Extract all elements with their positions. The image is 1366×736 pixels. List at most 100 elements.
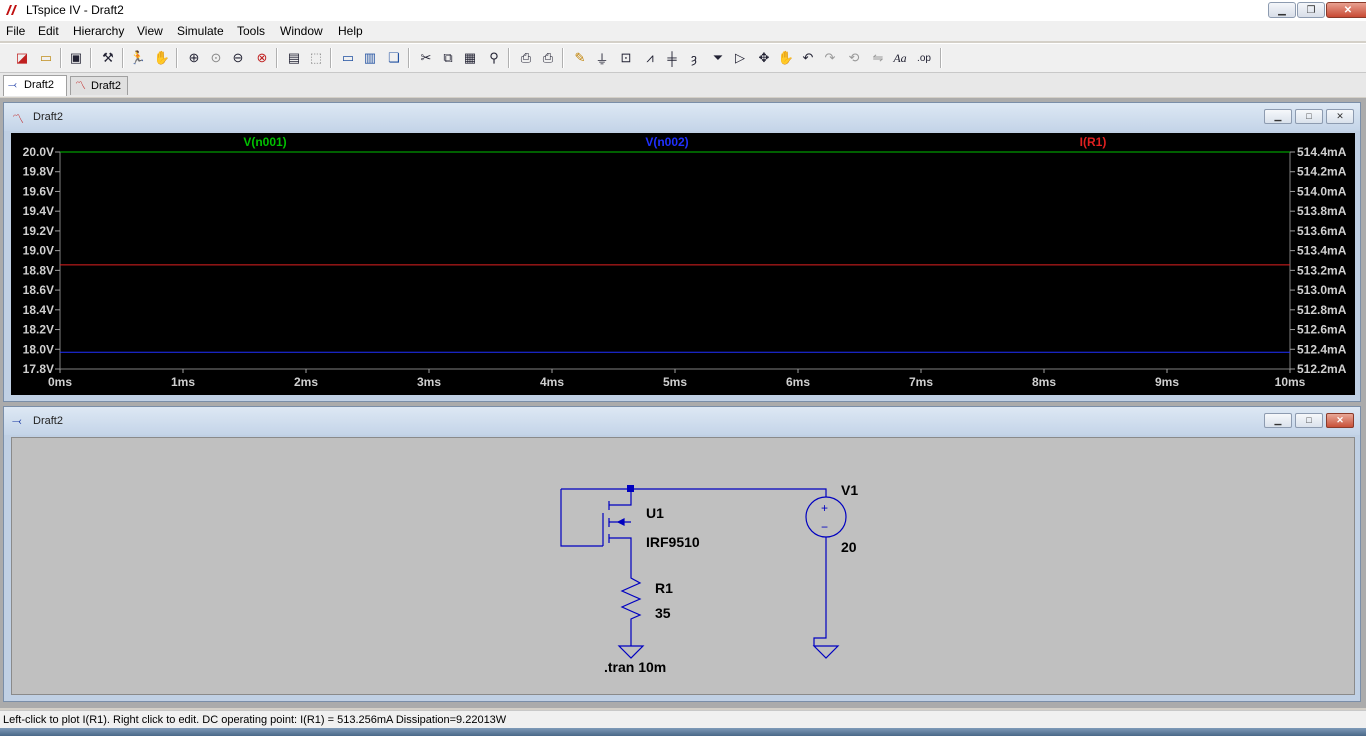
schematic-minimize-button[interactable]: ▁ bbox=[1264, 413, 1292, 428]
save-icon[interactable]: ▣ bbox=[69, 50, 83, 65]
menu-hierarchy[interactable]: Hierarchy bbox=[73, 24, 125, 38]
schematic-window-title: Draft2 bbox=[33, 415, 63, 427]
series-label: I(R1) bbox=[1080, 135, 1107, 149]
menu-edit[interactable]: Edit bbox=[38, 24, 59, 38]
mosfet-value-label[interactable]: IRF9510 bbox=[646, 534, 700, 550]
wire-pencil-icon[interactable]: ✎ bbox=[574, 50, 586, 65]
cascade-windows-icon[interactable]: ❏ bbox=[388, 50, 400, 65]
schematic-close-button[interactable]: ✕ bbox=[1326, 413, 1354, 428]
source-ref-label[interactable]: V1 bbox=[841, 482, 858, 498]
mosfet-symbol[interactable] bbox=[602, 489, 632, 571]
x-tick-label: 5ms bbox=[663, 375, 687, 389]
zoom-in-icon[interactable]: ⊕ bbox=[188, 50, 200, 65]
undo-icon[interactable]: ↶ bbox=[802, 50, 814, 65]
resistor-icon[interactable]: ⩘ bbox=[646, 50, 654, 65]
move-icon[interactable]: ✥ bbox=[758, 50, 770, 65]
source-value-label[interactable]: 20 bbox=[841, 539, 857, 555]
cut-icon[interactable]: ✂ bbox=[420, 50, 432, 65]
halt-icon[interactable]: ✋ bbox=[153, 50, 171, 65]
ltspice-logo-icon bbox=[4, 3, 18, 17]
mosfet-ref-label[interactable]: U1 bbox=[646, 505, 664, 521]
restore-button[interactable]: ❐ bbox=[1297, 2, 1325, 18]
resistor-symbol[interactable] bbox=[620, 571, 642, 646]
tab-waveform-draft2[interactable]: 〽 Draft2 bbox=[70, 76, 128, 95]
plot-maximize-button[interactable]: □ bbox=[1295, 109, 1323, 124]
right-tick-label: 513.4mA bbox=[1297, 244, 1347, 258]
plot-close-button[interactable]: ✕ bbox=[1326, 109, 1354, 124]
ground-symbol-r1[interactable] bbox=[617, 645, 645, 659]
resistor-ref-label[interactable]: R1 bbox=[655, 580, 673, 596]
component-icon[interactable]: ▷ bbox=[735, 50, 745, 65]
x-tick-label: 0ms bbox=[48, 375, 72, 389]
x-tick-label: 1ms bbox=[171, 375, 195, 389]
text-button[interactable]: Aa bbox=[893, 50, 907, 65]
menu-help[interactable]: Help bbox=[338, 24, 363, 38]
mirror-icon[interactable]: ⇋ bbox=[872, 50, 884, 65]
right-tick-label: 514.4mA bbox=[1297, 145, 1347, 159]
left-tick-label: 18.4V bbox=[23, 303, 54, 317]
ground-icon[interactable]: ⏚ bbox=[595, 51, 609, 67]
x-tick-label: 7ms bbox=[909, 375, 933, 389]
menu-view[interactable]: View bbox=[137, 24, 163, 38]
capacitor-icon[interactable]: ╪ bbox=[667, 50, 677, 66]
right-tick-label: 512.8mA bbox=[1297, 303, 1347, 317]
print-setup-icon[interactable]: ⎙ bbox=[520, 50, 532, 65]
new-schematic-icon[interactable]: ◪ bbox=[15, 50, 29, 65]
copy-icon[interactable]: ⧉ bbox=[443, 50, 453, 65]
minimize-button[interactable]: ▁ bbox=[1268, 2, 1296, 18]
wire-top[interactable] bbox=[561, 488, 827, 497]
pan-icon[interactable]: ⊙ bbox=[210, 50, 222, 65]
menu-simulate[interactable]: Simulate bbox=[177, 24, 224, 38]
autorange-icon[interactable]: ▤ bbox=[287, 50, 301, 65]
schematic-canvas[interactable]: U1 IRF9510 R1 35 V1 20 .tran 10m + − bbox=[11, 437, 1355, 695]
zoom-fit-icon[interactable]: ⊗ bbox=[256, 50, 268, 65]
junction-dot bbox=[627, 485, 634, 492]
menu-window[interactable]: Window bbox=[280, 24, 323, 38]
waveform-window-title: Draft2 bbox=[33, 111, 63, 123]
left-tick-label: 18.6V bbox=[23, 283, 54, 297]
paste-icon[interactable]: ▦ bbox=[463, 50, 477, 65]
resistor-value-label[interactable]: 35 bbox=[655, 605, 671, 621]
waveform-window-caption[interactable]: 〽 Draft2 ▁ □ ✕ bbox=[4, 103, 1360, 131]
rotate-icon[interactable]: ⟲ bbox=[848, 50, 860, 65]
waveform-icon: 〽 bbox=[12, 112, 25, 126]
left-tick-label: 18.8V bbox=[23, 263, 54, 277]
tran-directive[interactable]: .tran 10m bbox=[604, 659, 666, 675]
schematic-maximize-button[interactable]: □ bbox=[1295, 413, 1323, 428]
schematic-window-caption[interactable]: ⤙ Draft2 ▁ □ ✕ bbox=[4, 407, 1360, 435]
drag-icon[interactable]: ✋ bbox=[777, 50, 795, 65]
wire-gate[interactable] bbox=[560, 489, 603, 547]
close-button[interactable]: ✕ bbox=[1326, 2, 1366, 18]
print-icon[interactable]: ⎙ bbox=[542, 50, 554, 65]
plot-minimize-button[interactable]: ▁ bbox=[1264, 109, 1292, 124]
spice-directive-button[interactable]: .op bbox=[917, 52, 931, 64]
document-tab-bar: ⤙ Draft2 〽 Draft2 bbox=[0, 73, 1366, 97]
tile-vertical-icon[interactable]: ▥ bbox=[363, 50, 377, 65]
zoom-out-icon[interactable]: ⊖ bbox=[232, 50, 244, 65]
cursor-icon[interactable]: ⬚ bbox=[309, 50, 323, 65]
menu-file[interactable]: File bbox=[6, 24, 26, 38]
os-taskbar bbox=[0, 728, 1366, 736]
menu-tools[interactable]: Tools bbox=[237, 24, 266, 38]
control-panel-icon[interactable]: ⚒ bbox=[102, 50, 114, 65]
schematic-icon: ⤙ bbox=[12, 414, 22, 428]
run-icon[interactable]: 🏃 bbox=[129, 50, 147, 65]
find-icon[interactable]: ⚲ bbox=[489, 50, 499, 65]
tile-horizontal-icon[interactable]: ▭ bbox=[341, 50, 355, 65]
ground-symbol-v1[interactable] bbox=[812, 537, 840, 659]
redo-icon[interactable]: ↷ bbox=[824, 50, 836, 65]
tab-schematic-draft2[interactable]: ⤙ Draft2 bbox=[3, 75, 67, 96]
waveform-chart[interactable]: 20.0V19.8V19.6V19.4V19.2V19.0V18.8V18.6V… bbox=[11, 133, 1355, 395]
left-tick-label: 19.4V bbox=[23, 204, 54, 218]
diode-icon[interactable]: ⏷ bbox=[712, 50, 724, 65]
inductor-icon[interactable]: ȝ bbox=[691, 50, 697, 66]
left-tick-label: 19.0V bbox=[23, 244, 54, 258]
open-folder-icon[interactable]: ▭ bbox=[39, 50, 53, 65]
label-net-icon[interactable]: ⊡ bbox=[620, 50, 632, 65]
tab-label: Draft2 bbox=[24, 79, 54, 91]
schematic-drawing[interactable]: U1 IRF9510 R1 35 V1 20 .tran 10m + − bbox=[12, 438, 1354, 694]
x-tick-label: 8ms bbox=[1032, 375, 1056, 389]
x-tick-label: 10ms bbox=[1275, 375, 1306, 389]
